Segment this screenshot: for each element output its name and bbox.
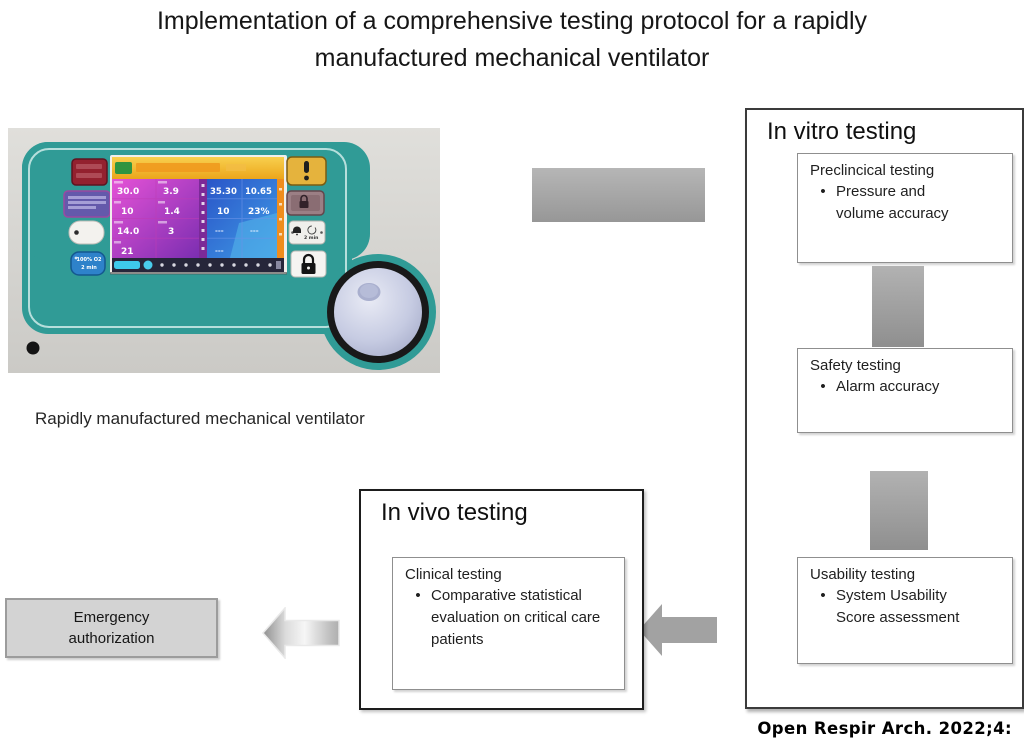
alarm-stop-button bbox=[71, 158, 108, 186]
ventilator-photo-svg: 100% O2 2 min bbox=[8, 128, 440, 373]
safety-title: Safety testing bbox=[810, 357, 901, 374]
meas-value-3: 10 bbox=[217, 207, 230, 217]
meas-value-5: --- bbox=[215, 227, 224, 235]
settings-lock-button bbox=[286, 190, 325, 216]
keylock-button bbox=[290, 250, 327, 278]
in-vivo-heading: In vivo testing bbox=[381, 499, 528, 526]
left-arrow-gradient-icon bbox=[262, 606, 340, 660]
emergency-authorization-label: Emergency authorization bbox=[68, 609, 155, 647]
panel-screw-dot bbox=[26, 341, 40, 355]
trigger-pill bbox=[114, 261, 140, 269]
silence-2min-button: 2 min bbox=[288, 220, 326, 245]
bell-icon bbox=[293, 226, 301, 233]
clinical-title: Clinical testing bbox=[405, 566, 502, 583]
o2-flush-button: 100% O2 2 min bbox=[70, 251, 106, 276]
bottom-bar-end-mark bbox=[276, 261, 281, 269]
usability-bullet: System Usability Score assessment bbox=[836, 587, 960, 626]
preclinical-testing-box: Preclincical testing • Pressure and volu… bbox=[797, 153, 1013, 263]
meas-value-4: 23% bbox=[248, 207, 270, 217]
bullet-glyph: • bbox=[820, 183, 826, 200]
clinical-testing-box: Clinical testing • Comparative statistic… bbox=[392, 557, 625, 690]
screen-bottom-shade bbox=[110, 272, 287, 275]
small-lock-icon bbox=[300, 194, 308, 201]
exclamation-icon bbox=[304, 161, 309, 173]
o2-button-label-line2: 2 min bbox=[81, 265, 97, 271]
photo-caption: Rapidly manufactured mechanical ventilat… bbox=[35, 409, 365, 428]
measurements-grid bbox=[207, 179, 277, 258]
o2-button-label-line1: 100% O2 bbox=[77, 257, 102, 263]
ventilator-photo: 100% O2 2 min bbox=[8, 128, 440, 373]
safety-bullet: Alarm accuracy bbox=[836, 378, 940, 395]
oval-button-dot bbox=[74, 230, 79, 235]
rotary-knob bbox=[327, 261, 429, 363]
vertical-strip-letters bbox=[201, 184, 205, 250]
connector-preclinical-to-safety bbox=[872, 266, 924, 347]
param-value-6: 3 bbox=[168, 227, 174, 237]
o2-button-dot bbox=[74, 256, 78, 260]
arrow-invivo-to-emergency bbox=[261, 606, 341, 660]
panel-outline bbox=[28, 148, 347, 328]
figure-title: Implementation of a comprehensive testin… bbox=[0, 3, 1024, 77]
param-value-1: 30.0 bbox=[117, 187, 139, 197]
preclinical-bullet: Pressure and volume accuracy bbox=[836, 183, 949, 222]
in-vitro-heading: In vitro testing bbox=[767, 118, 917, 145]
param-value-3: 10 bbox=[121, 207, 134, 217]
alarm-mute-button bbox=[286, 156, 327, 186]
meas-value-2: 10.65 bbox=[245, 187, 272, 197]
top-bar-marker bbox=[226, 164, 246, 171]
citation-text: Open Respir Arch. 2022;4: bbox=[757, 719, 1012, 738]
connector-photo-to-invitro bbox=[532, 168, 705, 222]
lock-icon bbox=[302, 253, 315, 263]
param-value-2: 3.9 bbox=[163, 187, 179, 197]
clinical-bullet: Comparative statistical evaluation on cr… bbox=[431, 587, 601, 648]
param-value-5: 14.0 bbox=[117, 227, 139, 237]
figure-title-line2: manufactured mechanical ventilator bbox=[314, 44, 710, 72]
meas-value-7: --- bbox=[215, 247, 224, 255]
preclinical-title: Preclincical testing bbox=[810, 162, 935, 179]
alarm-strip-marks bbox=[279, 188, 282, 236]
parameters-mini-labels bbox=[114, 181, 167, 244]
vertical-label-strip bbox=[199, 179, 207, 258]
device-screen: 30.0 3.9 10 1.4 14.0 3 21 bbox=[110, 155, 287, 275]
arrow-invitro-to-invivo bbox=[639, 604, 717, 656]
mode-badge bbox=[115, 162, 132, 174]
meas-value-6: --- bbox=[250, 227, 259, 235]
blank-oval-button bbox=[68, 220, 105, 245]
bullet-glyph: • bbox=[415, 587, 421, 604]
usability-title: Usability testing bbox=[810, 566, 916, 583]
param-value-7: 21 bbox=[121, 247, 134, 257]
bottom-bar-dots bbox=[160, 263, 272, 267]
silence-button-label: 2 min bbox=[304, 235, 318, 241]
rotate-arrow-icon bbox=[307, 225, 317, 235]
safety-testing-box: Safety testing • Alarm accuracy bbox=[797, 348, 1013, 433]
bullet-glyph: • bbox=[820, 587, 826, 604]
figure-title-line1: Implementation of a comprehensive testin… bbox=[156, 7, 868, 35]
usability-testing-box: Usability testing • System Usability Sco… bbox=[797, 557, 1013, 664]
param-value-4: 1.4 bbox=[164, 207, 180, 217]
top-bar-text-area bbox=[136, 163, 220, 172]
trigger-knob-dot bbox=[143, 260, 153, 270]
emergency-authorization-box: Emergency authorization bbox=[5, 598, 218, 658]
left-arrow-icon bbox=[639, 604, 717, 656]
meas-value-1: 35.30 bbox=[210, 187, 237, 197]
bullet-glyph: • bbox=[820, 378, 826, 395]
parameters-grid bbox=[112, 179, 199, 258]
connector-safety-to-usability bbox=[870, 471, 928, 550]
mode-button bbox=[63, 190, 111, 218]
